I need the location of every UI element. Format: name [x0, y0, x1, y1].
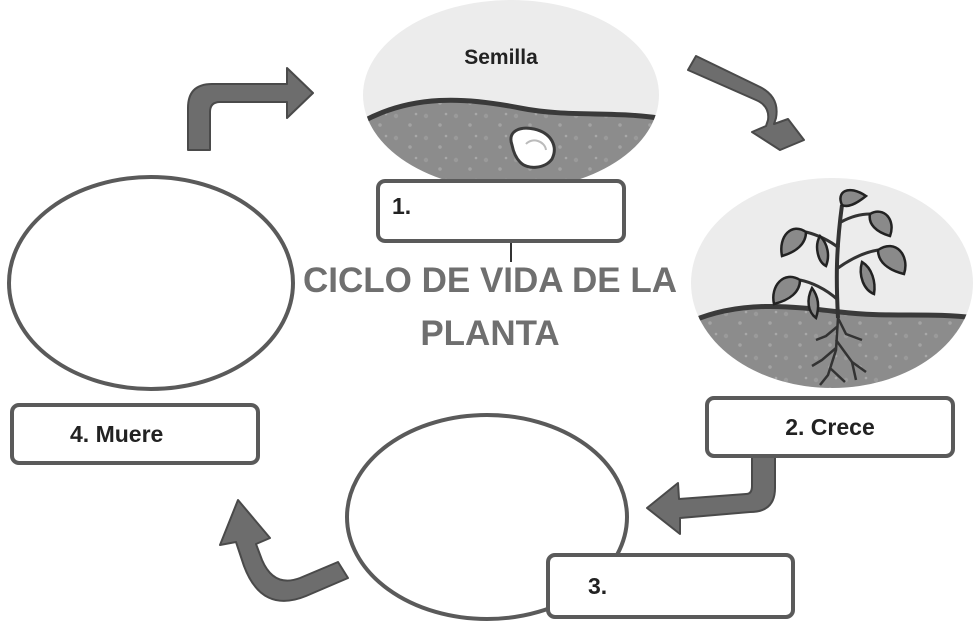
cycle-arrow-icon	[219, 499, 349, 602]
plant-picture	[691, 178, 973, 388]
cycle-arrow-icon	[646, 452, 776, 535]
empty-circle-stage-4[interactable]	[7, 175, 295, 391]
seed-picture: Semilla	[363, 0, 659, 190]
stage-2-label: 2. Crece	[785, 413, 875, 440]
stage-1-label: 1.	[392, 193, 412, 219]
cycle-arrow-icon	[187, 67, 314, 151]
stage-3-label-box[interactable]: 3.	[546, 553, 795, 619]
stage-2-label-box[interactable]: 2. Crece	[705, 396, 955, 458]
plant-roots	[811, 317, 867, 386]
seed-caption: Semilla	[464, 46, 538, 69]
diagram-title: CICLO DE VIDA DE LA PLANTA	[303, 261, 677, 353]
stage-4-label: 4. Muere	[70, 420, 164, 447]
plant-icon	[772, 188, 907, 321]
stage-4-label-box[interactable]: 4. Muere	[10, 403, 260, 465]
cycle-arrow-icon	[687, 55, 805, 151]
stage-3-label: 3.	[588, 572, 608, 599]
stage-1-label-box[interactable]: 1.	[376, 179, 626, 243]
seed-icon	[509, 126, 556, 169]
